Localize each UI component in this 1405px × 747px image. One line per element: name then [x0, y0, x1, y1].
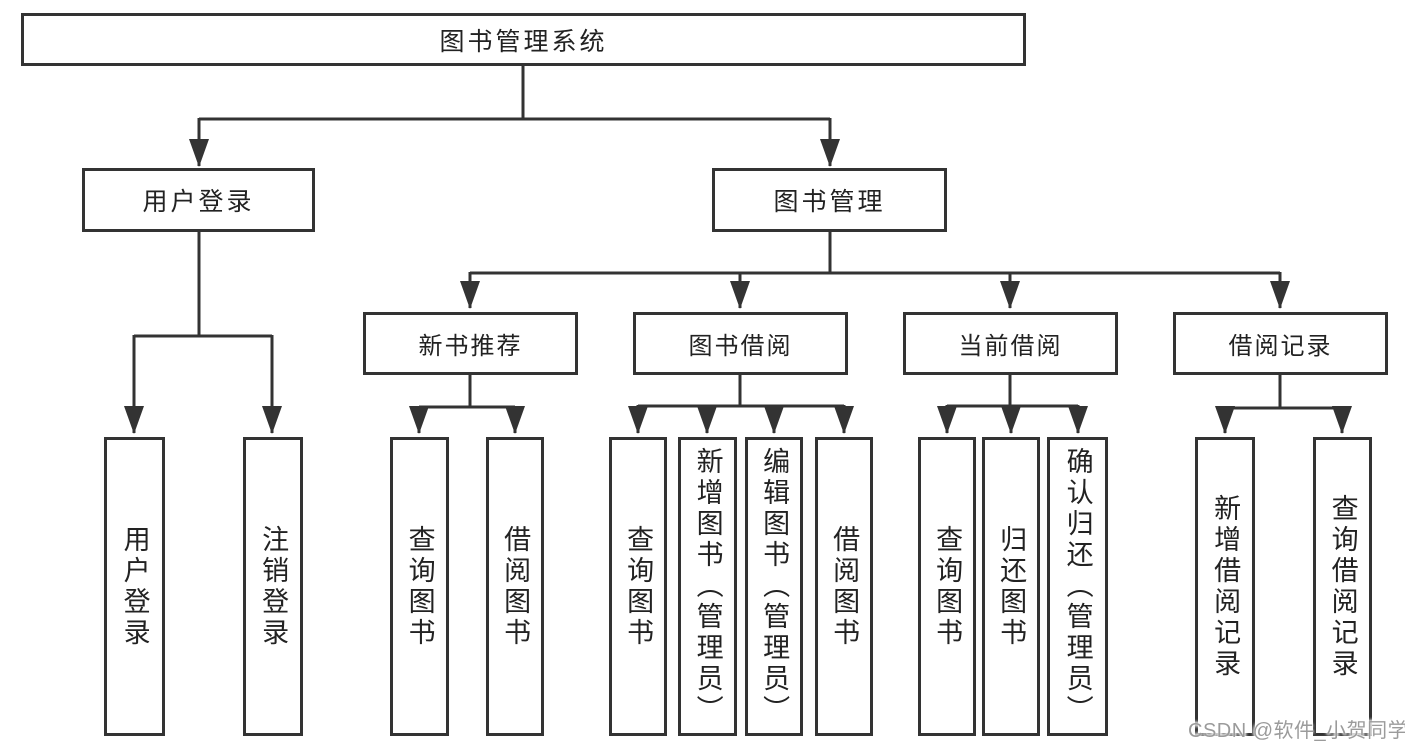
leaf-return-books-label: 归还图书	[996, 524, 1027, 649]
node-book-management-label: 图书管理	[773, 188, 886, 216]
leaf-add-borrow-record: 新增借阅记录	[1195, 437, 1255, 736]
leaf-return-books: 归还图书	[982, 437, 1040, 736]
leaf-query-books-recommend: 查询图书	[390, 437, 449, 736]
leaf-query-borrow-record: 查询借阅记录	[1313, 437, 1372, 736]
leaf-borrow-books-borrowing-label: 借阅图书	[829, 524, 860, 649]
leaf-user-login: 用户登录	[104, 437, 165, 736]
node-user-login: 用户登录	[82, 168, 315, 232]
node-user-login-label: 用户登录	[142, 188, 255, 216]
leaf-query-borrow-record-label: 查询借阅记录	[1327, 493, 1358, 680]
node-root-label: 图书管理系统	[439, 27, 608, 56]
node-borrow-records: 借阅记录	[1173, 312, 1388, 375]
leaf-logout: 注销登录	[243, 437, 303, 736]
leaf-add-book-admin: 新增图书（管理员）	[678, 437, 737, 736]
node-current-borrowing-label: 当前借阅	[958, 333, 1063, 360]
leaf-user-login-label: 用户登录	[119, 524, 150, 649]
leaf-query-books-borrowing: 查询图书	[609, 437, 667, 736]
leaf-query-books-current: 查询图书	[918, 437, 976, 736]
leaf-query-books-current-label: 查询图书	[932, 524, 963, 649]
node-current-borrowing: 当前借阅	[903, 312, 1118, 375]
node-new-book-recommend: 新书推荐	[363, 312, 578, 375]
node-root: 图书管理系统	[21, 13, 1026, 66]
node-book-borrowing-label: 图书借阅	[688, 333, 793, 360]
leaf-borrow-books-borrowing: 借阅图书	[815, 437, 873, 736]
leaf-borrow-books-recommend-label: 借阅图书	[500, 524, 531, 649]
leaf-edit-book-admin-label: 编辑图书（管理员）	[759, 447, 790, 726]
node-book-borrowing: 图书借阅	[633, 312, 848, 375]
leaf-edit-book-admin: 编辑图书（管理员）	[745, 437, 803, 736]
node-book-management: 图书管理	[712, 168, 947, 232]
connector-lines	[134, 66, 1342, 410]
leaf-confirm-return-admin-label: 确认归还（管理员）	[1062, 447, 1093, 726]
leaf-confirm-return-admin: 确认归还（管理员）	[1047, 437, 1108, 736]
leaf-query-books-recommend-label: 查询图书	[404, 524, 435, 649]
leaf-logout-label: 注销登录	[258, 524, 289, 649]
csdn-watermark: CSDN @软件_小贺同学	[1188, 720, 1405, 742]
leaf-query-books-borrowing-label: 查询图书	[623, 524, 654, 649]
leaf-add-borrow-record-label: 新增借阅记录	[1210, 493, 1241, 680]
connector-arrows	[124, 118, 1352, 434]
leaf-borrow-books-recommend: 借阅图书	[486, 437, 544, 736]
node-new-book-recommend-label: 新书推荐	[418, 333, 523, 360]
node-borrow-records-label: 借阅记录	[1228, 333, 1333, 360]
leaf-add-book-admin-label: 新增图书（管理员）	[692, 447, 723, 726]
